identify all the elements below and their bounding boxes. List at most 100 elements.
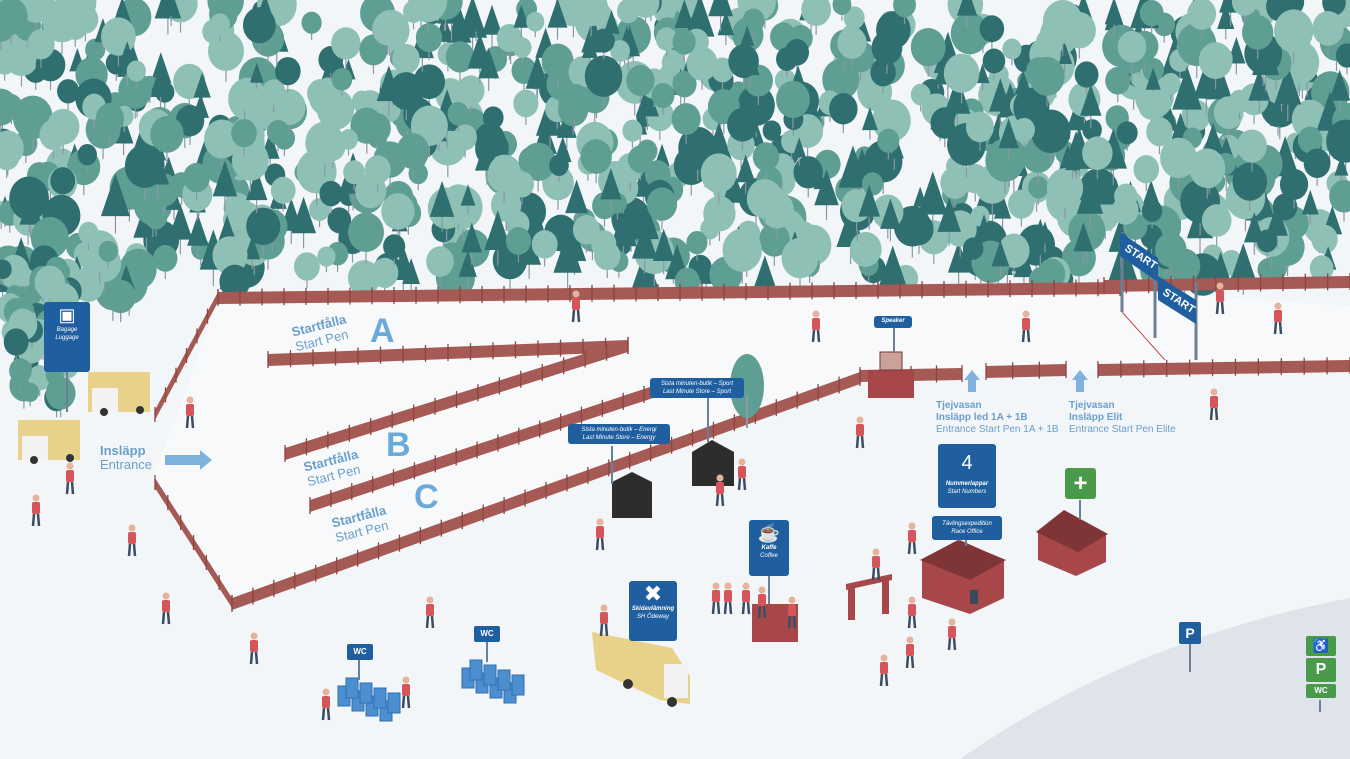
tree <box>100 173 130 234</box>
tree <box>1029 56 1065 107</box>
luggage-truck-1 <box>18 420 80 464</box>
tree <box>39 119 68 159</box>
tree <box>722 228 762 284</box>
pen-b-letter: B <box>386 426 411 464</box>
fence-segment <box>985 361 1067 380</box>
race-office-building <box>920 540 1006 614</box>
tree <box>244 235 261 270</box>
tree <box>175 105 205 145</box>
start-numbers-sign: 4 Nummerlappar Start Numbers <box>938 444 996 508</box>
tree <box>541 43 574 89</box>
person <box>947 618 957 651</box>
tree <box>144 204 168 237</box>
tree <box>979 15 1005 50</box>
ski-drop-sign: ✖ Skidavlämning SH Ödeway <box>629 581 677 641</box>
race-office-line2: Race Office <box>951 529 983 535</box>
wc-left-toilets <box>337 677 401 722</box>
person <box>871 548 881 581</box>
tree <box>910 27 946 77</box>
tree <box>1172 65 1202 128</box>
tree <box>456 75 485 114</box>
entrance-2-line3: Entrance Start Pen Elite <box>1069 424 1176 435</box>
tree <box>461 222 483 265</box>
tree <box>975 63 990 92</box>
tree <box>149 64 172 111</box>
tree <box>910 83 931 112</box>
baggage-line1: Bagage <box>56 327 78 333</box>
tree <box>1232 162 1268 212</box>
race-office-sign: Tävlingsexpedition Race Office <box>932 516 1002 540</box>
tree <box>245 168 268 214</box>
tree <box>1201 204 1232 246</box>
store-sport-sign: Sista minuten-butik – Sport Last Minute … <box>650 378 744 398</box>
tree <box>622 119 643 148</box>
wc-right-sign: WC <box>474 626 500 642</box>
tree <box>209 13 230 42</box>
tree <box>944 75 971 130</box>
tree <box>998 118 1019 161</box>
entrance-title: Insläpp <box>100 443 146 458</box>
fence-segment <box>231 369 861 612</box>
tree <box>727 107 758 151</box>
entrance-label: Insläpp Entrance <box>100 444 152 471</box>
tree <box>708 0 734 32</box>
tree <box>717 10 735 46</box>
tree <box>1046 168 1084 219</box>
tree <box>0 52 15 81</box>
tree <box>1082 136 1113 180</box>
store-sport-line1: Sista minuten-butik – Sport <box>660 381 734 387</box>
tree <box>943 53 980 104</box>
person <box>723 582 733 615</box>
tree <box>746 179 783 230</box>
tree <box>829 93 858 134</box>
race-office-line1: Tävlingsexpedition <box>942 521 992 527</box>
tree <box>600 168 622 213</box>
person <box>715 474 725 507</box>
tree <box>837 26 867 68</box>
tree <box>1065 148 1081 180</box>
tree <box>1193 60 1220 115</box>
tree <box>372 12 403 55</box>
tree <box>956 0 978 28</box>
tree <box>549 154 569 182</box>
tree <box>814 169 839 220</box>
person <box>571 290 581 323</box>
tree <box>776 47 798 78</box>
tree <box>686 231 708 261</box>
tree <box>861 106 878 140</box>
tree <box>415 23 443 61</box>
tree <box>572 215 600 253</box>
tree <box>505 227 532 263</box>
tree <box>1155 232 1187 277</box>
tree <box>262 79 286 113</box>
tree <box>700 153 737 204</box>
tree <box>962 237 984 266</box>
tree <box>1236 129 1267 172</box>
tent-sport <box>692 440 734 486</box>
tree <box>212 160 238 212</box>
tree <box>671 103 701 144</box>
tree <box>893 205 931 258</box>
tree <box>1312 11 1344 56</box>
person <box>741 582 751 615</box>
tree <box>57 79 80 111</box>
person <box>905 636 915 669</box>
tree <box>496 23 523 60</box>
tree <box>484 210 512 267</box>
fence-segment <box>217 279 1121 306</box>
tree <box>880 198 901 242</box>
tree <box>453 124 477 158</box>
tree <box>871 30 903 74</box>
wc-left-sign: WC <box>347 644 373 660</box>
tree <box>592 28 615 60</box>
tree <box>672 70 697 105</box>
tree <box>652 228 675 275</box>
person <box>811 310 821 343</box>
tree <box>553 231 582 290</box>
tree <box>672 29 696 62</box>
tree <box>1160 72 1181 101</box>
tree <box>1231 0 1258 24</box>
tree <box>78 221 99 250</box>
tree <box>1105 66 1131 103</box>
